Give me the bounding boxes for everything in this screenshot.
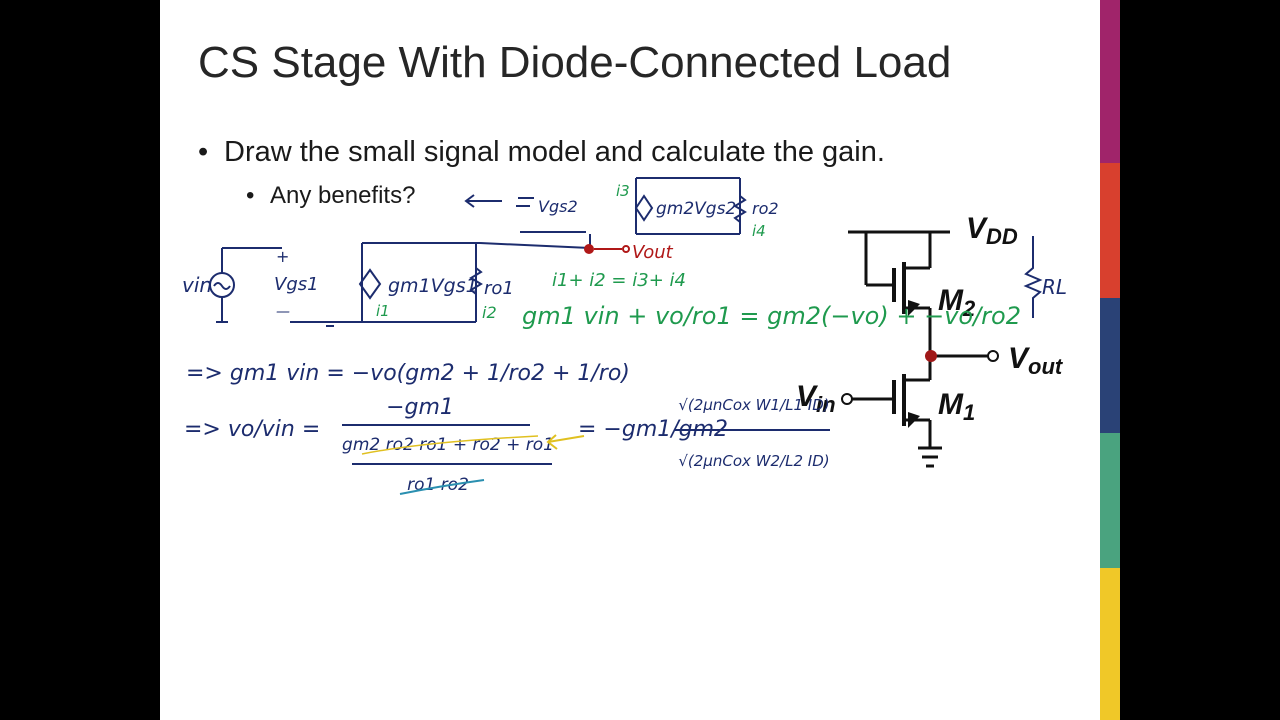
accent-bar-teal (1100, 433, 1120, 568)
rl-sketch (1023, 236, 1043, 318)
accent-bar-navy (1100, 298, 1120, 433)
ss-gm2vgs2-label: gm2Vgs2 (656, 199, 736, 219)
accent-bar-magenta (1100, 0, 1120, 163)
m1-label: M1 (938, 388, 975, 425)
bullet-1-text: Draw the small signal model and calculat… (224, 136, 885, 168)
derivation-step-2-den2: ro1 ro2 (407, 475, 469, 495)
derivation-step-4-den: √(2μnCox W2/L2 ID) (678, 452, 829, 470)
accent-bar-yellow (1100, 568, 1120, 720)
vin-label: Vin (796, 380, 836, 417)
ss-vgs1-minus: — (276, 304, 290, 320)
kcl-gain-equation: gm1 vin + vo/ro1 = gm2(−vo) + −vo/ro2 (522, 302, 1021, 330)
vout-node (925, 350, 937, 362)
m1-arrow (908, 412, 920, 428)
derivation-step-1: => gm1 vin = −vo(gm2 + 1/ro2 + 1/ro) (186, 361, 630, 386)
vin-terminal (841, 393, 853, 405)
small-signal-model (209, 177, 747, 327)
ss-vout-label: Vout (632, 242, 674, 263)
bullet-2-text: Any benefits? (270, 182, 416, 209)
gm2-source-icon (634, 194, 654, 222)
bullet-1: •Draw the small signal model and calcula… (198, 136, 885, 168)
ss-ro2-label: ro2 (752, 199, 779, 218)
rl-label: RL (1042, 275, 1067, 299)
ss-vout-node (584, 244, 594, 254)
ss-ro1-label: ro1 (484, 278, 514, 299)
ss-i3-label: i3 (616, 182, 630, 200)
vout-label: Vout (1008, 342, 1064, 379)
cs-stage-schematic (848, 230, 988, 468)
derivation-step-4-num: √(2μnCox W1/L1 ID) (678, 396, 829, 414)
ss-gm1vgs1-label: gm1Vgs1 (388, 275, 478, 297)
ss-vgs1-plus: + (276, 247, 289, 266)
derivation-step-2-den: gm2 ro2 ro1 + ro2 + ro1 (342, 435, 554, 455)
m2-arrow (908, 300, 920, 316)
bullet-2: •Any benefits? (246, 182, 416, 209)
ss-vgs1-label: Vgs1 (274, 274, 319, 295)
ss-i1-label: i1 (376, 302, 390, 320)
accent-bar-red (1100, 163, 1120, 298)
derivation-step-2-num: −gm1 (386, 395, 454, 420)
slide-title: CS Stage With Diode-Connected Load (198, 38, 952, 87)
kcl-equation: i1+ i2 = i3+ i4 (552, 270, 686, 291)
ss-i2-label: i2 (482, 303, 497, 322)
vdd-label: VDD (966, 212, 1018, 249)
ss-i4-label: i4 (752, 222, 766, 240)
gm1-source-icon (358, 268, 382, 300)
slide: CS Stage With Diode-Connected Load •Draw… (160, 0, 1120, 720)
derivation-step-2-lhs: => vo/vin = (184, 417, 320, 442)
vout-terminal (987, 350, 999, 362)
ss-vin-label: vin (182, 273, 212, 297)
ss-vgs2-label: Vgs2 (538, 197, 578, 216)
m2-label: M2 (938, 284, 976, 321)
